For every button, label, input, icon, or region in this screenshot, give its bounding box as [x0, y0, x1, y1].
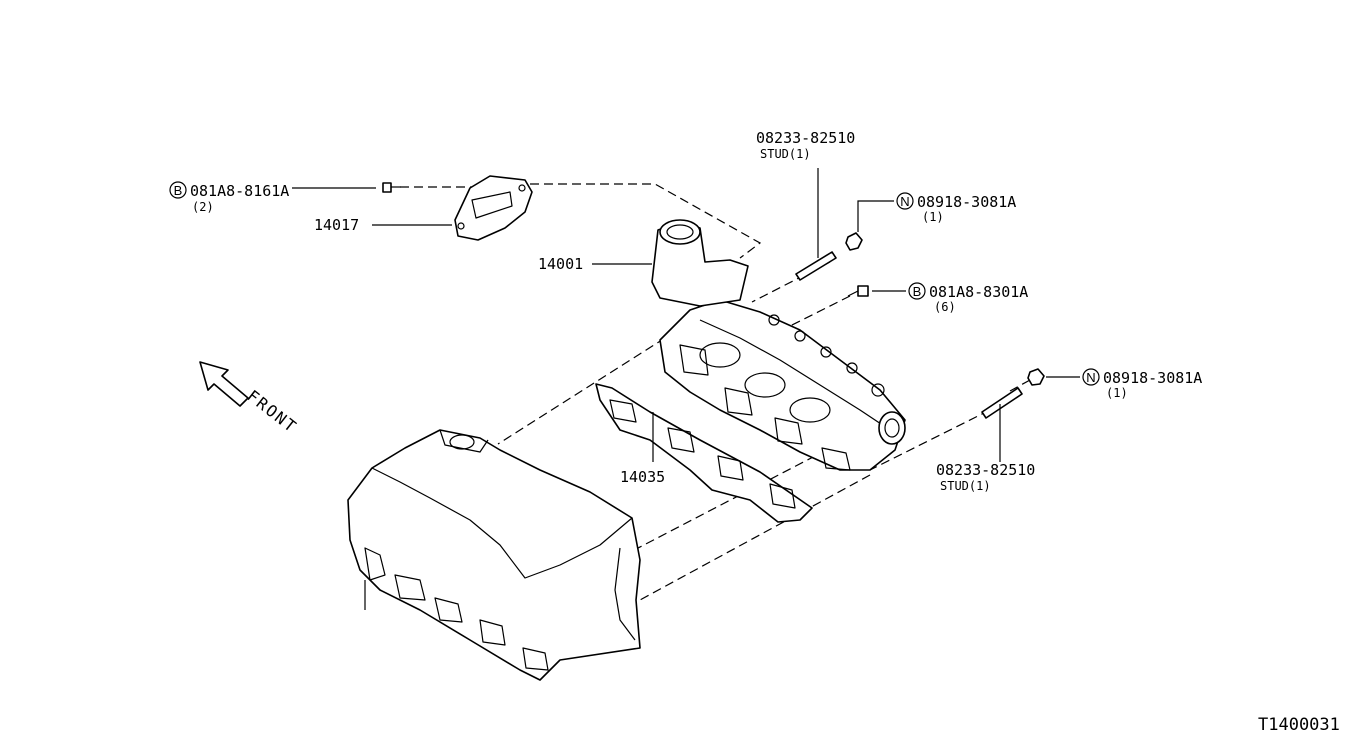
diagram-code: T1400031: [1258, 715, 1340, 735]
nut-right-hardware: [1027, 368, 1045, 386]
bolt-badge-icon: [169, 181, 187, 199]
front-label: FRONT: [244, 386, 302, 437]
bolt-right-hardware: [847, 285, 869, 297]
quantity: (1): [1106, 386, 1128, 400]
part-number: 14017: [314, 216, 359, 234]
part-number: 08233-82510: [756, 129, 855, 147]
part-description: STUD(1): [760, 147, 811, 161]
part-number: 08233-82510: [936, 461, 1035, 479]
nut-badge-icon: [1082, 368, 1100, 386]
part-number: 14035: [620, 468, 665, 486]
callout-stud-bottom: 08233-82510 STUD(1): [936, 461, 1035, 493]
part-description: STUD(1): [940, 479, 991, 493]
callout-nut-top: N 08918-3081A (1): [896, 192, 1016, 224]
callout-stud-top: 08233-82510 STUD(1): [756, 129, 855, 161]
leader-lines: [292, 168, 1080, 462]
front-arrow-icon: [199, 361, 249, 407]
cylinder-head: [347, 429, 641, 681]
callout-bracket: 14017: [314, 216, 359, 234]
callout-bolt-left: B 081A8-8161A (2): [169, 181, 289, 214]
badge-letter: N: [1086, 370, 1095, 385]
stud-bottom-hardware: [981, 387, 1023, 419]
bolt-left-hardware: [382, 182, 401, 193]
part-number: 081A8-8301A: [929, 283, 1028, 301]
stud-top-hardware: [795, 251, 837, 281]
nut-top-hardware: [845, 232, 863, 251]
quantity: (1): [922, 210, 944, 224]
bracket: [454, 175, 533, 241]
quantity: (6): [934, 300, 956, 314]
intake-manifold: [651, 219, 906, 471]
badge-letter: B: [913, 284, 922, 299]
part-number: 08918-3081A: [917, 193, 1016, 211]
badge-letter: N: [900, 194, 909, 209]
callout-gasket: 14035: [620, 468, 665, 486]
callout-bolt-right: B 081A8-8301A (6): [908, 282, 1028, 314]
quantity: (2): [192, 200, 214, 214]
manifold-gasket: [595, 383, 813, 523]
badge-letter: B: [174, 183, 183, 198]
callout-manifold: 14001: [538, 255, 583, 273]
bolt-badge-icon: [908, 282, 926, 300]
front-indicator: FRONT: [199, 361, 302, 437]
part-number: 14001: [538, 255, 583, 273]
nut-badge-icon: [896, 192, 914, 210]
part-number: 081A8-8161A: [190, 182, 289, 200]
callout-nut-right: N 08918-3081A (1): [1082, 368, 1202, 400]
part-number: 08918-3081A: [1103, 369, 1202, 387]
